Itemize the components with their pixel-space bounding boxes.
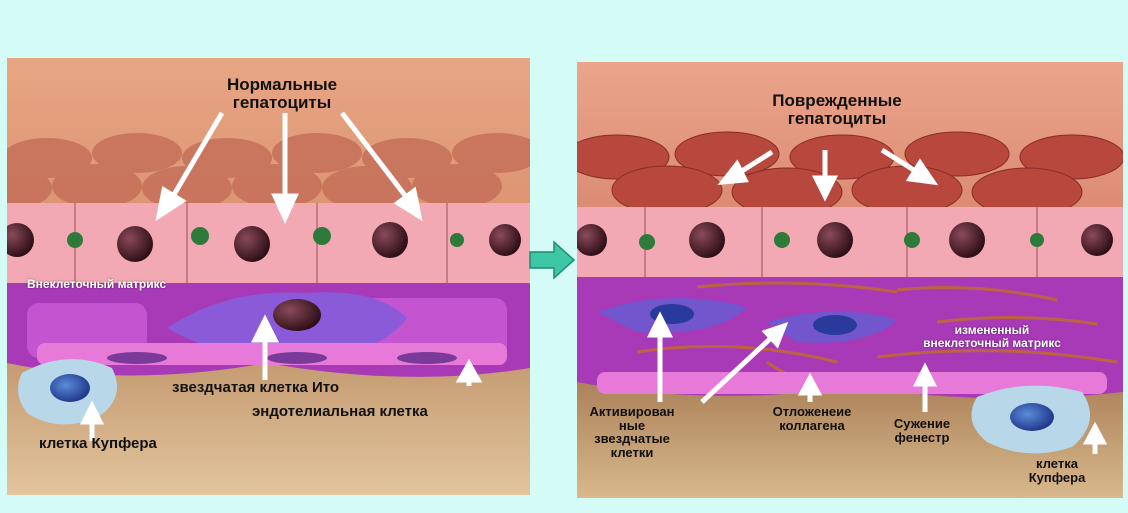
kupffer-line-1: клетка <box>1002 457 1112 471</box>
damaged-hepatocytes-title: Поврежденные гепатоциты <box>752 92 922 128</box>
title-line-2: гепатоциты <box>207 94 357 112</box>
collagen-deposition-label: Отложенеие коллагена <box>757 405 867 432</box>
collagen-line-1: Отложенеие <box>757 405 867 419</box>
matrix-line-2: внеклеточный матрикс <box>882 337 1102 350</box>
title-line-1: Поврежденные <box>752 92 922 110</box>
normal-hepatocytes-title: Нормальные гепатоциты <box>207 76 357 112</box>
extracellular-matrix-label: Внеклеточный матрикс <box>27 278 166 291</box>
altered-matrix-label: измененный внеклеточный матрикс <box>882 324 1102 349</box>
activated-line-1: Активирован <box>582 405 682 419</box>
title-line-1: Нормальные <box>207 76 357 94</box>
activated-line-3: звездчатые <box>582 432 682 446</box>
endothelial-cell-label: эндотелиальная клетка <box>252 404 428 420</box>
fenestra-line-1: Сужение <box>877 417 967 431</box>
title-line-2: гепатоциты <box>752 110 922 128</box>
fenestra-narrowing-label: Сужение фенестр <box>877 417 967 444</box>
kupffer-cell-label: клетка Купфера <box>1002 457 1112 484</box>
right-panel: Поврежденные гепатоциты измененный внекл… <box>577 62 1123 498</box>
kupffer-cell-label: клетка Купфера <box>39 436 157 452</box>
transition-arrow-icon <box>528 240 576 280</box>
fenestra-line-2: фенестр <box>877 431 967 445</box>
matrix-line-1: измененный <box>882 324 1102 337</box>
activated-stellate-cells-label: Активирован ные звездчатые клетки <box>582 405 682 460</box>
left-panel: Нормальные гепатоциты Внеклеточный матри… <box>7 58 530 495</box>
ito-cell-label: звездчатая клетка Ито <box>172 380 339 396</box>
collagen-line-2: коллагена <box>757 419 867 433</box>
kupffer-line-2: Купфера <box>1002 471 1112 485</box>
activated-line-2: ные <box>582 419 682 433</box>
activated-line-4: клетки <box>582 446 682 460</box>
